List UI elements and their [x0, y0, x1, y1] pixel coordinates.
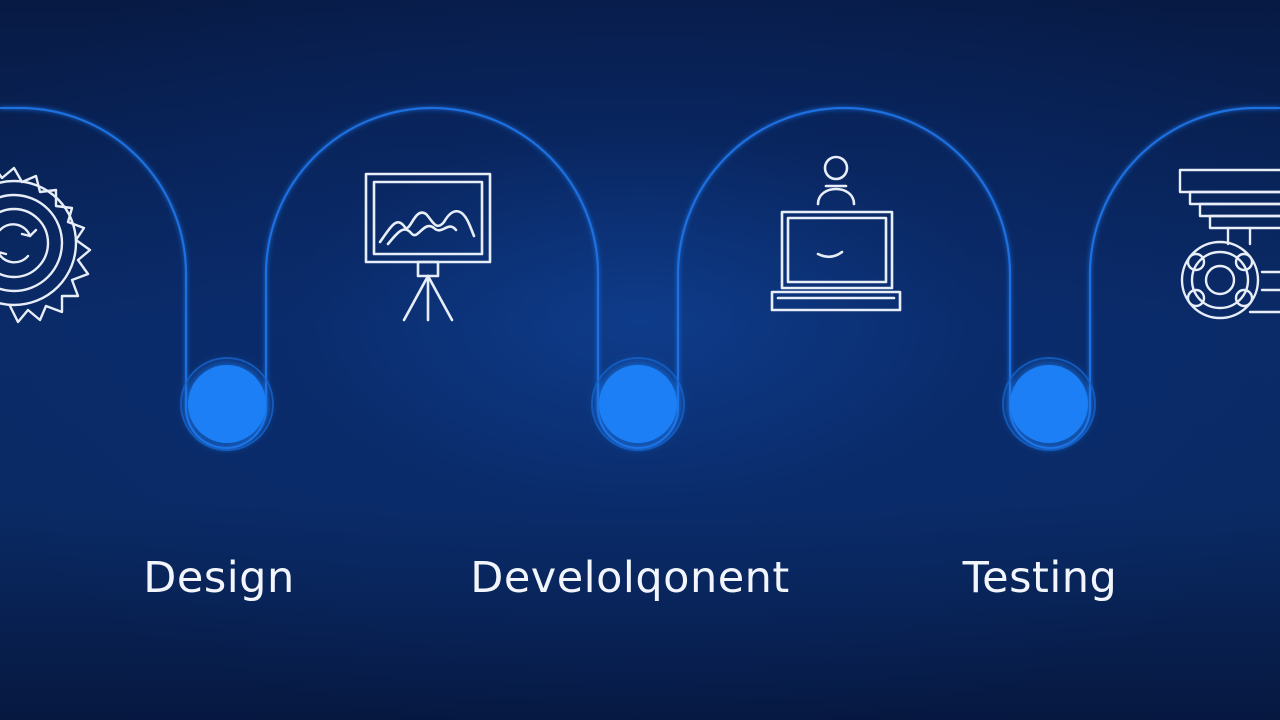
connector-paths: [0, 106, 1280, 450]
arch-left-partial: [0, 106, 1280, 450]
stage-label-testing: Testing: [962, 553, 1118, 603]
node-design: [180, 357, 274, 451]
gear-icon: [0, 166, 92, 324]
machine-gear-icon: [1178, 168, 1280, 320]
timeline-nodes: [180, 357, 1096, 451]
laptop-user-icon: [770, 155, 902, 312]
stage-label-development: Develolqonent: [470, 553, 790, 603]
easel-chart-icon: [364, 172, 492, 322]
stage-label-design: Design: [143, 553, 295, 603]
node-testing: [1002, 357, 1096, 451]
node-development: [591, 357, 685, 451]
